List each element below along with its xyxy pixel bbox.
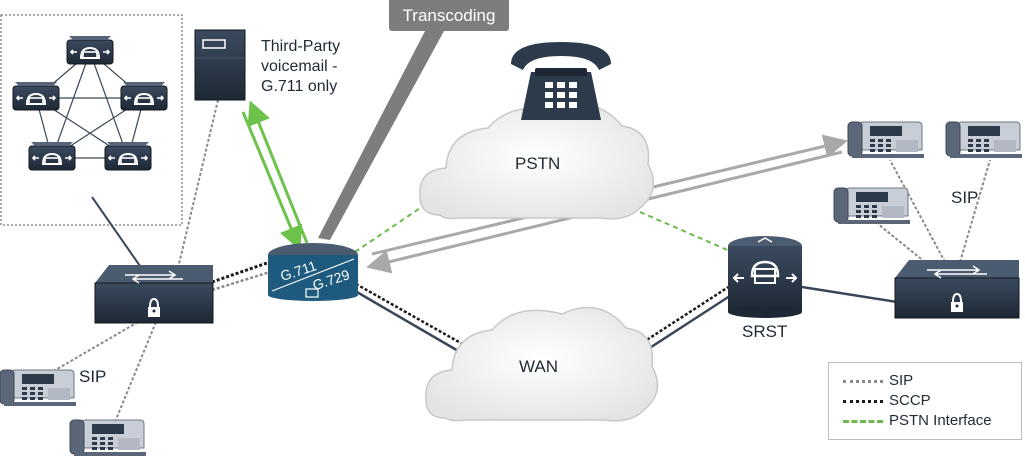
wan-label: WAN [519, 357, 559, 376]
call-manager-icon [104, 141, 152, 171]
wan-cloud-icon [425, 306, 659, 422]
legend-swatch-sip [843, 380, 883, 383]
call-manager-icon [120, 81, 168, 111]
voicemail-server-icon [194, 29, 246, 101]
legend-label: SCCP [889, 392, 931, 409]
voicemail-label-line: voicemail - [261, 58, 338, 75]
pstn-phone-icon [511, 42, 611, 120]
switch-icon [94, 265, 214, 324]
sip-label-left: SIP [79, 367, 107, 386]
transcoding-callout-pointer [318, 31, 444, 240]
legend-label: SIP [889, 372, 914, 389]
desk-phone-icon [833, 187, 911, 225]
desk-phone-icon [847, 121, 925, 159]
desk-phone-icon [945, 121, 1023, 159]
legend: SIP SCCP PSTN Interface [828, 362, 1022, 440]
srst-router-icon [728, 236, 802, 318]
call-manager-icon [12, 81, 60, 111]
legend-item-sip: SIP [829, 371, 1021, 391]
voicemail-label-line: G.711 only [261, 78, 338, 95]
legend-item-pstn: PSTN Interface [829, 411, 1021, 431]
srst-label: SRST [742, 322, 788, 341]
switch-icon [894, 260, 1020, 319]
call-manager-icon [28, 141, 76, 171]
cluster-boundary [0, 14, 183, 226]
legend-item-sccp: SCCP [829, 391, 1021, 411]
desk-phone-icon [0, 369, 77, 407]
legend-label: PSTN Interface [889, 412, 992, 429]
call-manager-icon [66, 35, 114, 65]
legend-swatch-sccp [843, 400, 883, 403]
transcoding-callout: Transcoding [389, 0, 509, 31]
sip-label-right: SIP [951, 188, 979, 207]
desk-phone-icon [69, 419, 147, 457]
voicemail-label-line: Third-Party [261, 38, 341, 55]
voicemail-label: Third-Party voicemail - G.711 only [261, 37, 371, 97]
pstn-label: PSTN [515, 154, 561, 173]
legend-swatch-pstn [843, 420, 883, 423]
router-transcoder-icon: G.711 G.729 [268, 237, 358, 301]
